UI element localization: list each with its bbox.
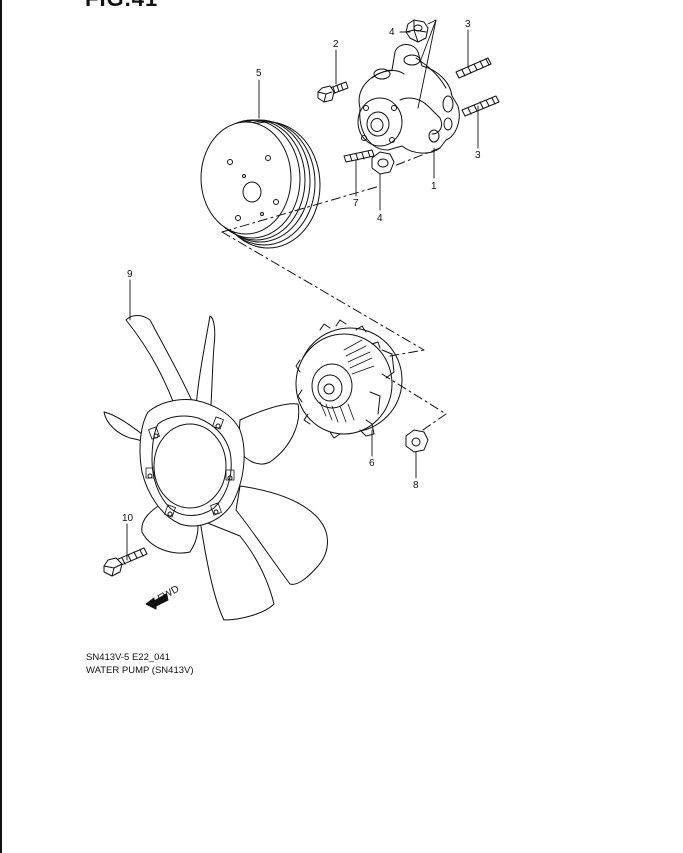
stud-lower-part (461, 95, 500, 117)
callout-4-upper: 4 (389, 27, 395, 38)
water-pump-part (357, 44, 460, 154)
front-direction-arrow: FWD (145, 584, 181, 610)
fan-clutch-part (295, 319, 403, 439)
pump-nut-top-part (405, 19, 429, 43)
cooling-fan-part (103, 315, 328, 621)
pump-bolt-part (317, 81, 349, 103)
stud-upper-part (455, 57, 492, 79)
page-border-rule (0, 0, 2, 853)
diagram-code: SN413V-5 E22_041 (86, 652, 170, 663)
callout-8: 8 (413, 480, 419, 491)
callout-7: 7 (353, 198, 359, 209)
callout-6: 6 (369, 458, 375, 469)
callout-4-lower: 4 (377, 213, 383, 224)
callout-3-lower: 3 (475, 150, 481, 161)
leader-lines (126, 19, 479, 561)
assembly-lines (221, 147, 447, 433)
figure-title: FIG.41 (85, 0, 158, 12)
callout-labels: 1 2 3 3 4 4 5 6 7 8 9 10 (122, 19, 481, 524)
callout-2: 2 (333, 39, 339, 50)
callout-5: 5 (256, 68, 262, 79)
diagram-caption-title: WATER PUMP (SN413V) (86, 665, 194, 676)
callout-9: 9 (127, 269, 133, 280)
fan-bolt-part (103, 547, 148, 577)
stud-left-part (343, 149, 375, 163)
callout-1: 1 (431, 181, 437, 192)
callout-10: 10 (122, 513, 134, 524)
clutch-nut-part (405, 429, 429, 453)
front-arrow-label: FWD (156, 584, 181, 605)
pump-nut-lower-part (371, 151, 395, 175)
callout-3-upper: 3 (465, 19, 471, 30)
pulley-part (200, 119, 321, 249)
